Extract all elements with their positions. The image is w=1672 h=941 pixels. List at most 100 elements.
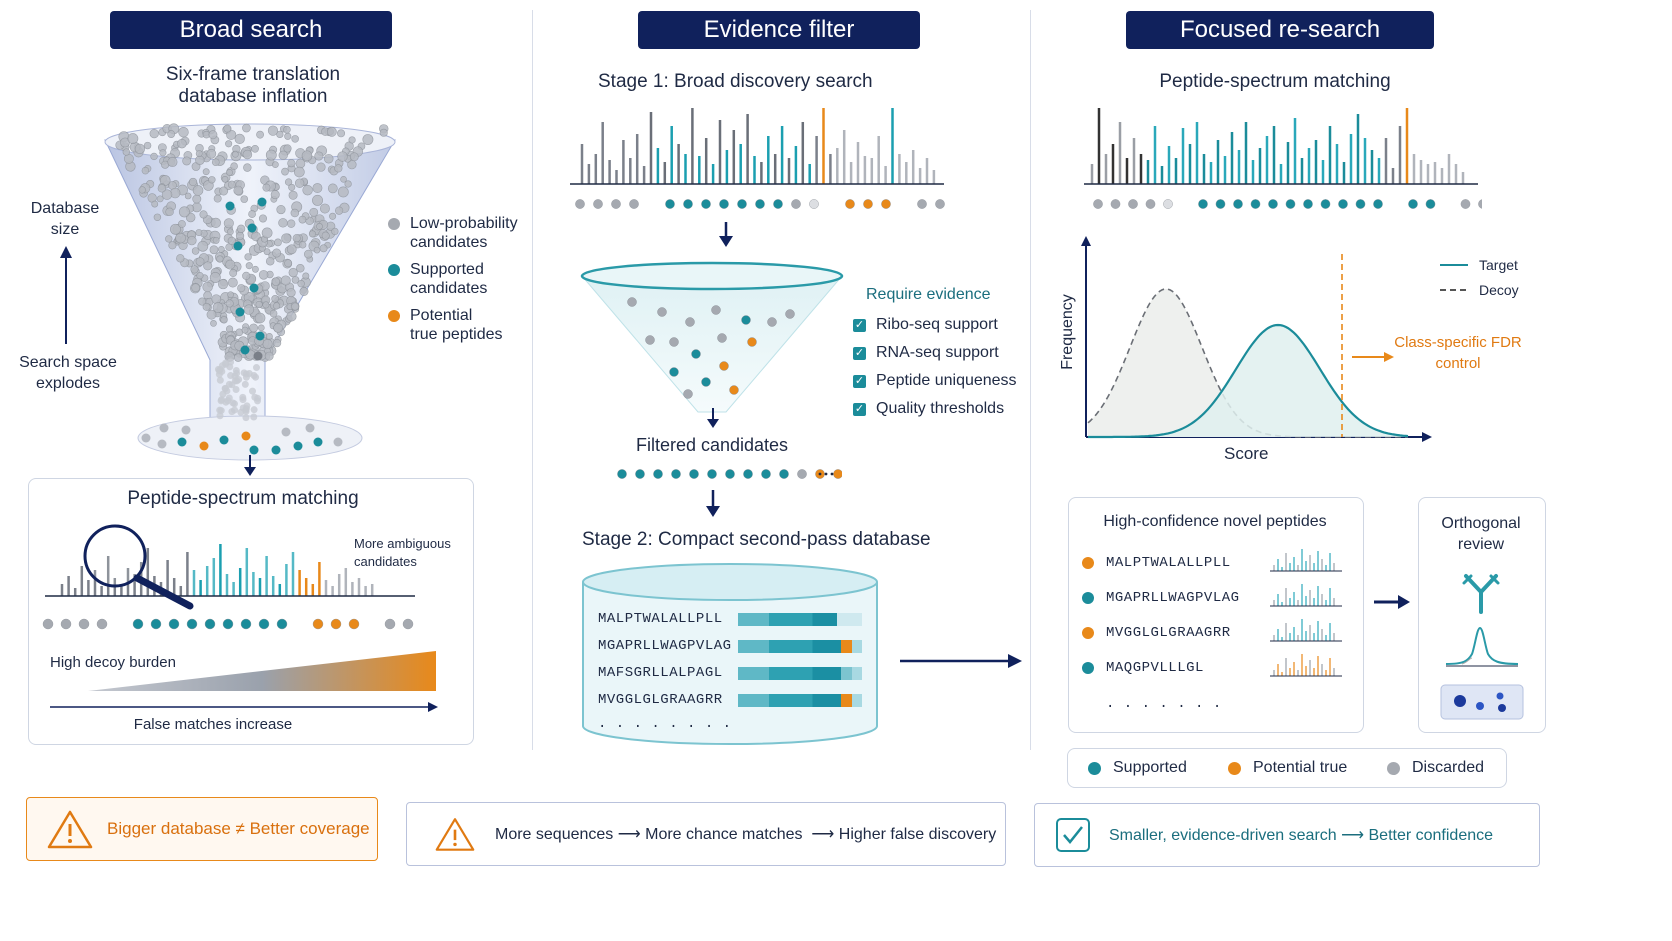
plate-molecule	[313, 437, 323, 447]
supported-molecule	[225, 201, 235, 211]
plate-molecule	[249, 445, 259, 455]
candidate-dot	[881, 199, 891, 209]
legend-low-line1: Low-probability	[410, 215, 518, 232]
candidate-dot	[1425, 199, 1436, 209]
banner-middle: More sequences ⟶ More chance matches ⟶ H…	[406, 802, 1006, 866]
db-evidence-bar	[738, 667, 862, 680]
legend-low-line2: candidates	[410, 234, 488, 251]
candidate-dot	[402, 618, 414, 630]
candidate-dot	[671, 469, 681, 479]
candidate-dot	[797, 469, 807, 479]
axis-top-label: Database size	[18, 198, 112, 240]
candidate-dot	[1198, 199, 1208, 209]
candidate-dot	[1128, 199, 1138, 209]
checkbox-checked-icon: ✓	[853, 374, 866, 388]
plate-molecule	[177, 437, 187, 447]
focused-spectrum	[1084, 108, 1482, 209]
require-evidence-title: Require evidence	[866, 286, 991, 303]
candidate-dot	[701, 377, 711, 387]
gray-dot-icon	[388, 218, 400, 230]
warning-icon	[47, 810, 93, 849]
supported-molecule	[235, 307, 245, 317]
candidate-dot	[779, 469, 789, 479]
candidate-dot	[258, 618, 270, 630]
orange-dot-icon	[388, 310, 400, 322]
teal-dot-icon	[388, 264, 400, 276]
candidate-dot	[617, 469, 627, 479]
banner-middle-text: More sequences ⟶ More chance matches ⟶ H…	[495, 826, 997, 843]
fdr-label: Class-specific FDR control	[1392, 332, 1524, 374]
candidate-dot	[150, 618, 162, 630]
mini-spectrum	[1270, 549, 1342, 572]
check-peptide-uniqueness: ✓Peptide uniqueness	[853, 372, 1017, 390]
orange-dot-icon	[1082, 627, 1094, 639]
candidate-dot	[1110, 199, 1121, 209]
candidate-dot	[729, 385, 739, 395]
teal-dot-icon	[1082, 592, 1094, 604]
funnel-down-arrow	[707, 408, 719, 428]
false-matches-label: False matches increase	[133, 716, 293, 733]
legend-target-label: Target	[1479, 257, 1518, 273]
axis-top-line1: Database	[30, 200, 100, 217]
checkbox-checked-icon: ✓	[853, 318, 866, 332]
candidate-dot	[743, 469, 753, 479]
candidate-dot	[737, 199, 747, 209]
candidate-dot	[629, 199, 639, 209]
supported-molecule	[247, 223, 257, 233]
separator-left	[532, 10, 533, 750]
check-quality-thresholds: ✓Quality thresholds	[853, 400, 1004, 418]
checkbox-checked-icon: ✓	[853, 346, 866, 360]
plate-molecule	[141, 433, 151, 443]
candidate-dot	[1460, 199, 1471, 209]
candidate-dot	[761, 469, 771, 479]
ambiguous-line2: candidates	[354, 554, 417, 569]
candidate-dot	[747, 337, 757, 347]
plate-molecule	[199, 441, 209, 451]
legend-potential-line1: Potential	[410, 307, 473, 324]
ortho-line2: review	[1457, 536, 1505, 553]
db-evidence-bar	[738, 694, 862, 707]
teal-dot-icon	[1088, 761, 1101, 775]
key-potential-label: Potential true	[1253, 759, 1348, 776]
supported-molecule	[233, 241, 243, 251]
database-size-arrow	[60, 246, 72, 344]
axis-bottom-line1: Search space	[19, 354, 117, 371]
candidate-dot	[741, 315, 751, 325]
legend-decoy-label: Decoy	[1479, 282, 1519, 298]
candidate-dot	[833, 469, 842, 479]
candidate-dot	[719, 361, 729, 371]
plate-molecule	[281, 427, 291, 437]
broad-psm-title: Peptide-spectrum matching	[127, 488, 359, 509]
broad-subtitle-line2: database inflation	[178, 86, 328, 107]
candidate-dot	[42, 618, 54, 630]
candidate-dot	[1145, 199, 1156, 209]
plate-molecule	[181, 425, 191, 435]
fdr-arrow	[1352, 352, 1394, 362]
plate-molecule	[157, 439, 167, 449]
candidate-dot	[755, 199, 765, 209]
false-matches-arrow	[50, 702, 438, 712]
candidate-dot	[653, 469, 663, 479]
hc-peptide-sequence: MGAPRLLWAGPVLAG	[1106, 590, 1240, 606]
key-supported: Supported	[1088, 759, 1187, 777]
plate-molecule	[219, 435, 229, 445]
candidate-dot	[575, 199, 585, 209]
hc-peptide-sequence: MVGGLGLGRAAGRR	[1106, 625, 1231, 641]
candidate-dot	[1250, 199, 1261, 209]
key-potential-true: Potential true	[1228, 759, 1347, 777]
supported-molecule	[240, 345, 250, 355]
candidate-dot	[1478, 199, 1482, 209]
candidate-dot	[683, 389, 693, 399]
candidate-dot	[78, 618, 90, 630]
candidate-dot	[685, 317, 695, 327]
candidate-dot	[330, 618, 342, 630]
candidate-dot	[1233, 199, 1243, 209]
warning-icon	[435, 818, 475, 851]
candidate-dot	[204, 618, 216, 630]
ambiguous-line1: More ambiguous	[354, 536, 451, 551]
candidate-dot	[60, 618, 72, 630]
decoy-wedge	[88, 651, 436, 691]
ylabel-frequency: Frequency	[1059, 294, 1076, 370]
db-ellipsis: . . . . . . . .	[598, 716, 732, 732]
